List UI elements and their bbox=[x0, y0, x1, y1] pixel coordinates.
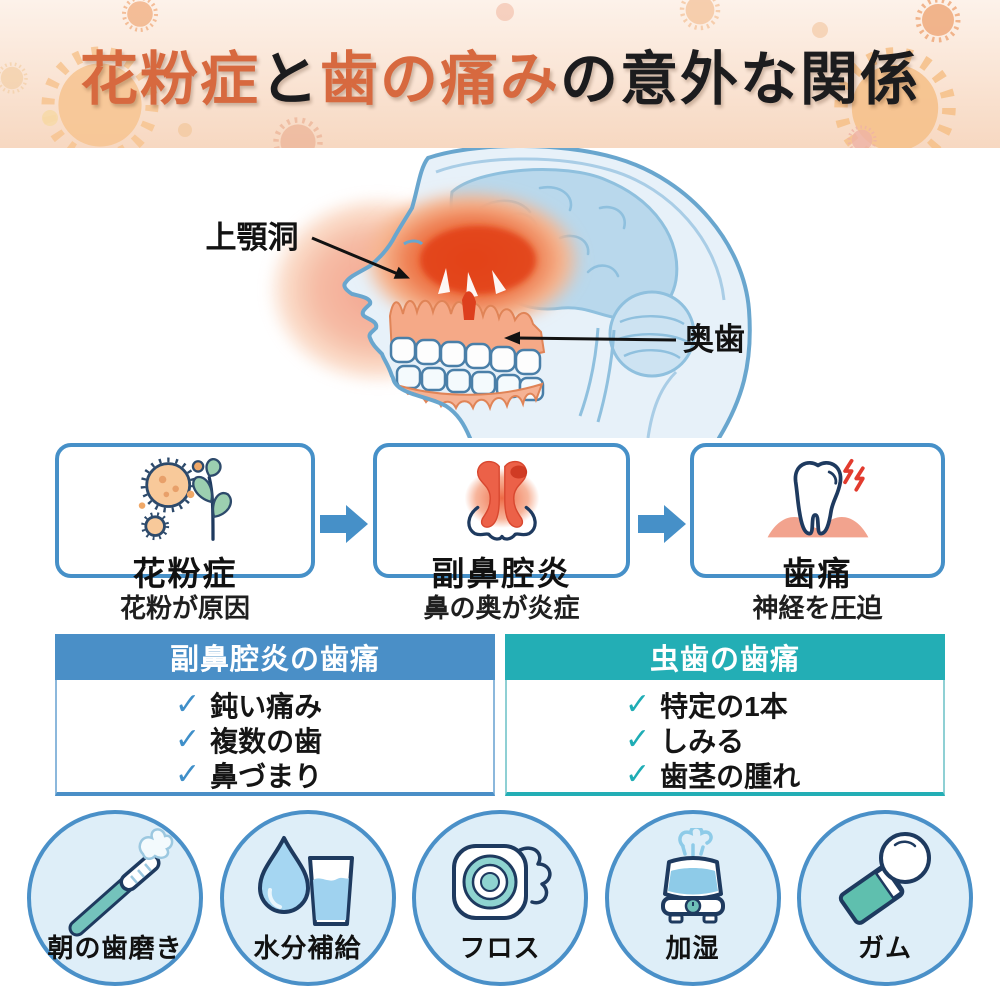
sinus-label: 上顎洞 bbox=[206, 220, 299, 255]
check-icon: ✓ bbox=[175, 758, 201, 791]
flow-step-caption: 鼻の奥が炎症 bbox=[423, 593, 580, 623]
symptom-text: 鼻づまり bbox=[210, 760, 323, 792]
column-header: 虫歯の歯痛 bbox=[505, 634, 945, 680]
tip-label: フロス bbox=[459, 933, 541, 963]
title-connector: と bbox=[259, 47, 320, 112]
column-body: ✓ 特定の1本 ✓ しみる ✓ 歯茎の腫れ bbox=[505, 680, 945, 796]
sinusitis-pain-column: 副鼻腔炎の歯痛 ✓ 鈍い痛み ✓ 複数の歯 ✓ 鼻づまり bbox=[55, 634, 495, 796]
symptom-text: 複数の歯 bbox=[210, 725, 323, 757]
check-icon: ✓ bbox=[175, 688, 201, 721]
floss-icon bbox=[440, 828, 560, 943]
tip-humidify: 加湿 bbox=[604, 810, 781, 986]
sinus-arrowhead bbox=[393, 266, 410, 279]
tooth-pain-icon bbox=[762, 447, 874, 547]
flow-step-label: 副鼻腔炎 bbox=[431, 555, 572, 592]
tip-label: 水分補給 bbox=[253, 933, 362, 963]
pollen-icon bbox=[129, 447, 241, 547]
title-banner: 花粉症と歯の痛みの意外な関係 bbox=[0, 0, 1000, 148]
check-icon: ✓ bbox=[175, 723, 201, 756]
tip-morning-brushing: 朝の歯磨き bbox=[27, 810, 203, 986]
pollen-decoration bbox=[0, 0, 1000, 148]
check-icon: ✓ bbox=[625, 723, 651, 756]
flow-step-label: 花粉症 bbox=[132, 555, 238, 592]
flow-step-hayfever: 花粉症 bbox=[55, 443, 315, 592]
check-icon: ✓ bbox=[625, 688, 651, 721]
title-rest: の意外な関係 bbox=[560, 47, 921, 112]
cavity-pain-column: 虫歯の歯痛 ✓ 特定の1本 ✓ しみる ✓ 歯茎の腫れ bbox=[505, 634, 945, 796]
nose-sinus-icon bbox=[446, 447, 558, 547]
symptom-text: しみる bbox=[660, 725, 745, 757]
symptom-text: 歯茎の腫れ bbox=[660, 760, 801, 792]
anatomy-section: 上顎洞 奥歯 bbox=[0, 148, 1000, 438]
flow-step-sinusitis: 副鼻腔炎 bbox=[373, 443, 630, 592]
gum-icon bbox=[825, 828, 945, 943]
symptom-item: ✓ しみる bbox=[625, 722, 825, 757]
tip-label: 朝の歯磨き bbox=[47, 933, 183, 963]
symptom-item: ✓ 鈍い痛み bbox=[175, 687, 375, 722]
cause-flow-section: 花粉症 副鼻腔炎 bbox=[0, 438, 1000, 634]
molar-arrowhead bbox=[504, 331, 520, 345]
molar-label: 奥歯 bbox=[683, 322, 745, 357]
comparison-table: 副鼻腔炎の歯痛 ✓ 鈍い痛み ✓ 複数の歯 ✓ 鼻づまり 虫歯の歯痛 ✓ 特定の1本 ✓… bbox=[55, 634, 945, 796]
tips-section: 朝の歯磨き 水分補給 フロス bbox=[0, 796, 1000, 1000]
page-title: 花粉症と歯の痛みの意外な関係 bbox=[80, 32, 920, 116]
teeth bbox=[388, 291, 546, 412]
column-header: 副鼻腔炎の歯痛 bbox=[55, 634, 495, 680]
hydration-icon bbox=[248, 828, 368, 943]
flow-step-caption: 花粉が原因 bbox=[119, 593, 250, 623]
tip-label: 加湿 bbox=[665, 933, 720, 963]
check-icon: ✓ bbox=[625, 758, 651, 791]
flow-arrow-icon bbox=[320, 504, 368, 549]
symptom-text: 鈍い痛み bbox=[210, 690, 323, 722]
tip-hydration: 水分補給 bbox=[219, 810, 396, 986]
title-highlight-hayfever: 花粉症 bbox=[79, 47, 260, 112]
humidifier-icon bbox=[633, 825, 753, 943]
symptom-item: ✓ 特定の1本 bbox=[625, 687, 825, 722]
head-profile-illustration: 上顎洞 奥歯 bbox=[206, 148, 752, 438]
symptom-item: ✓ 歯茎の腫れ bbox=[625, 757, 825, 792]
flow-step-label: 歯痛 bbox=[782, 555, 853, 592]
tip-floss: フロス bbox=[412, 810, 588, 986]
symptom-item: ✓ 複数の歯 bbox=[175, 722, 375, 757]
title-highlight-toothpain: 歯の痛み bbox=[320, 47, 561, 112]
flow-arrow-icon bbox=[638, 504, 686, 549]
flow-step-toothache: 歯痛 bbox=[690, 443, 945, 592]
tip-gum: ガム bbox=[797, 810, 973, 986]
symptom-item: ✓ 鼻づまり bbox=[175, 757, 375, 792]
tip-label: ガム bbox=[857, 933, 912, 963]
toothbrush-icon bbox=[55, 828, 175, 943]
column-body: ✓ 鈍い痛み ✓ 複数の歯 ✓ 鼻づまり bbox=[55, 680, 495, 796]
symptom-text: 特定の1本 bbox=[660, 690, 788, 722]
flow-step-caption: 神経を圧迫 bbox=[752, 593, 883, 623]
